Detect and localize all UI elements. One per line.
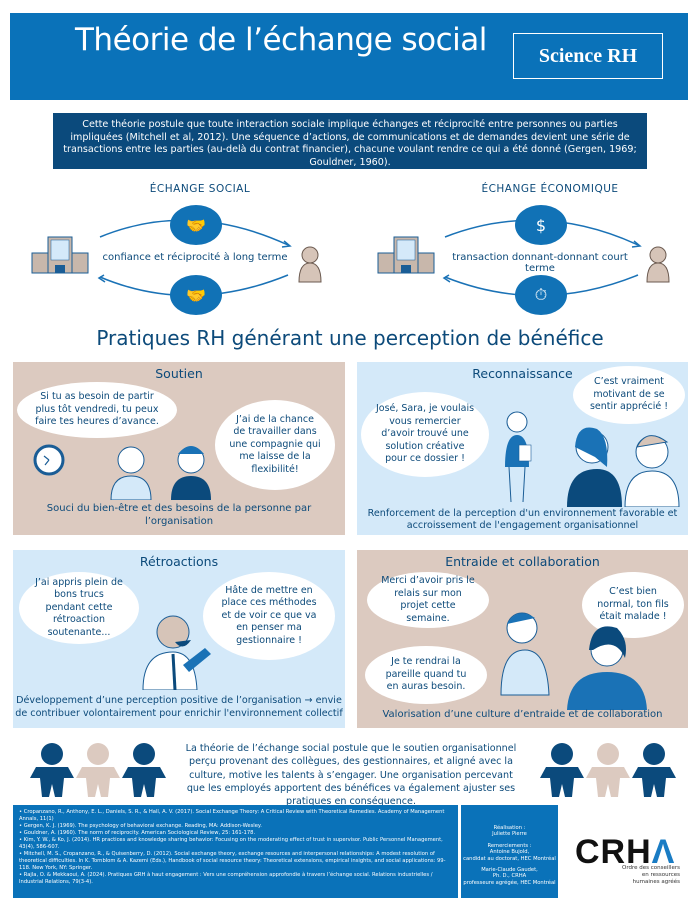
characters-illustration (33, 444, 211, 500)
thought-bubble: C’est vraiment motivant de se sentir app… (573, 366, 685, 424)
handshake-icon: 🤝 (170, 275, 222, 315)
man-reading-illustration (142, 615, 211, 690)
thought-bubble: J’ai de la chance de travailler dans une… (215, 400, 335, 490)
credits-name: Marie-Claude Gaudet, (481, 867, 538, 874)
panel-reconnaissance: Reconnaissance José, Sara, je voulais vo… (357, 362, 688, 535)
person-icon (298, 246, 322, 283)
people-chain-left-icon (30, 743, 166, 797)
handshake-icon: 🤝 (170, 205, 222, 245)
logo-subtitle-line: Ordre des conseillers (622, 865, 680, 871)
speech-bubble: C’est bien normal, ton fils était malade… (582, 572, 684, 638)
credits-role: candidat au doctorat, HEC Montréal (463, 855, 556, 862)
conclusion-text: La théorie de l’échange social postule q… (185, 743, 517, 808)
panel-caption: Valorisation d’une culture d’entraide et… (382, 709, 663, 720)
logo-main-text: CRH (575, 833, 652, 871)
money-bag-icon: $ (515, 205, 567, 245)
credits-name: Antoine Bujold, (489, 849, 530, 856)
credits-name: Juliette Pierre (492, 831, 527, 838)
panel-title: Reconnaissance (472, 366, 573, 381)
logo-subtitle-line: humaines agréés (632, 879, 680, 885)
intro-box: Cette théorie postule que toute interact… (53, 113, 647, 169)
panel-title: Entraide et collaboration (445, 554, 600, 569)
credits-label: Remerciements : (487, 842, 532, 849)
economic-exchange-label: transaction donnant-donnant court terme (452, 252, 628, 274)
logo-accent: Λ (651, 833, 676, 871)
panel-title: Soutien (155, 366, 203, 381)
colleagues-illustration (500, 612, 647, 710)
panel-caption: Renforcement de la perception d'un envir… (367, 508, 678, 531)
crha-logo: CRHΛ (575, 833, 675, 872)
person-icon (646, 246, 670, 283)
building-icon (31, 236, 89, 274)
characters-illustration (505, 411, 680, 507)
credits-box: Réalisation : Juliette Pierre Remercieme… (461, 805, 558, 898)
building-icon (377, 236, 435, 274)
references-box: Cropanzano, R., Anthony, E. L., Daniels,… (13, 805, 458, 898)
reference-item: Mitchell, M. S., Cropanzano, R., & Quise… (19, 851, 452, 872)
social-exchange-diagram: ÉCHANGE SOCIAL 🤝 🤝 confiance et réciproc… (0, 175, 350, 320)
economic-exchange-diagram: ÉCHANGE ÉCONOMIQUE $ ⏱ transaction donna… (350, 175, 700, 320)
reference-item: Kim, Y. W., & Ko, J. (2014). HR practice… (19, 837, 452, 851)
social-exchange-title: ÉCHANGE SOCIAL (149, 183, 251, 195)
panel-soutien: Soutien Si tu as besoin de partir plus t… (13, 362, 345, 535)
science-rh-brand: Science RH (513, 33, 663, 79)
thought-bubble: J’ai appris plein de bons trucs pendant … (19, 572, 139, 644)
speech-bubble: Si tu as besoin de partir plus tôt vendr… (17, 382, 177, 438)
credits-role: Ph. D., CRHA (492, 873, 527, 880)
reference-item: Cropanzano, R., Anthony, E. L., Daniels,… (19, 809, 452, 823)
panel-retroactions: Rétroactions J’ai appris plein de bons t… (13, 550, 345, 728)
credits-role: professeure agrégée, HEC Montréal (463, 879, 556, 886)
stopwatch-icon: ⏱ (515, 275, 567, 315)
reference-item: Rajla, O. & Mekkaoui, A. (2024). Pratiqu… (19, 872, 452, 886)
thought-bubble: Hâte de mettre en place ces méthodes et … (203, 572, 335, 660)
section-title: Pratiques RH générant une perception de … (96, 326, 604, 350)
logo-subtitle-line: en ressources (641, 872, 680, 878)
social-exchange-label: confiance et réciprocité à long terme (102, 252, 288, 263)
panel-entraide: Entraide et collaboration Merci d’avoir … (357, 550, 688, 728)
speech-bubble: Merci d’avoir pris le relais sur mon pro… (367, 572, 489, 628)
reference-item: Gouldner, A. (1960). The norm of recipro… (19, 830, 452, 837)
economic-exchange-title: ÉCHANGE ÉCONOMIQUE (481, 183, 619, 195)
speech-bubble: José, Sara, je voulais vous remercier d’… (361, 392, 489, 477)
panel-title: Rétroactions (139, 554, 219, 569)
panel-caption: Souci du bien-être et des besoins de la … (46, 503, 312, 527)
credits-label: Réalisation : (493, 825, 526, 831)
speech-bubble: Je te rendrai la pareille quand tu en au… (365, 646, 487, 704)
people-chain-right-icon (540, 743, 676, 797)
crha-subtitle: Ordre des conseillers en ressources huma… (610, 865, 680, 886)
panel-caption: Développement d’une perception positive … (15, 695, 343, 719)
reference-item: Gergen, K. J. (1969). The psychology of … (19, 823, 452, 830)
header-banner (10, 13, 688, 100)
page-title: Théorie de l’échange social (75, 22, 487, 58)
